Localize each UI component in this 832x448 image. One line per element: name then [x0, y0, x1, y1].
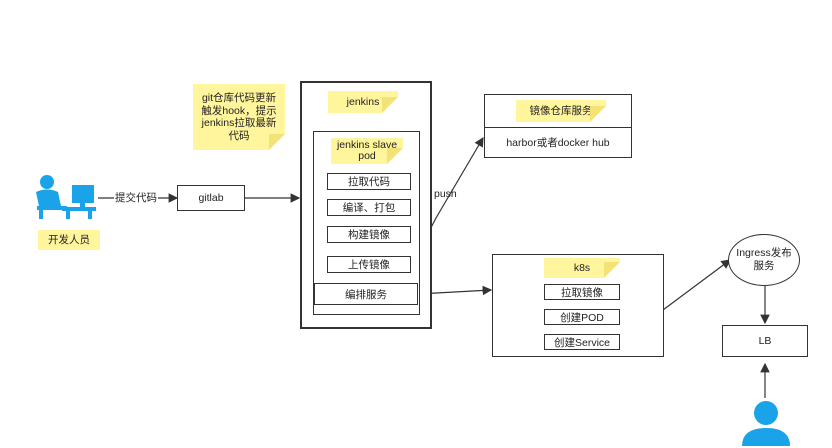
jenkins-slave-note: jenkins slave pod — [331, 138, 403, 164]
step-create-pod: 创建POD — [544, 309, 620, 325]
registry-node: harbor或者docker hub — [484, 127, 632, 158]
step-create-service: 创建Service — [544, 334, 620, 350]
note-fold — [382, 97, 398, 113]
note-fold — [387, 148, 403, 164]
note-fold — [604, 262, 620, 278]
orchestrate-service: 编排服务 — [314, 283, 418, 305]
edge-label-push: push — [434, 188, 457, 200]
note-fold — [590, 106, 606, 122]
developer-label: 开发人员 — [38, 230, 100, 250]
edge-label-submit-code: 提交代码 — [114, 192, 158, 205]
ingress-node: Ingress发布服务 — [728, 234, 800, 286]
jenkins-note: jenkins — [328, 91, 398, 113]
step-compile-package: 编译、打包 — [327, 199, 411, 216]
step-build-image: 构建镜像 — [327, 226, 411, 243]
user-icon — [742, 401, 790, 446]
k8s-note: k8s — [544, 258, 620, 278]
step-pull-image: 拉取镜像 — [544, 284, 620, 300]
step-upload-image: 上传镜像 — [327, 256, 411, 273]
registry-note: 镜像仓库服务 — [516, 100, 606, 122]
note-fold — [269, 134, 285, 150]
step-pull-code: 拉取代码 — [327, 173, 411, 190]
gitlab-node: gitlab — [177, 185, 245, 211]
git-hook-note: git仓库代码更新触发hook，提示jenkins拉取最新代码 — [193, 84, 285, 150]
lb-node: LB — [722, 325, 808, 357]
person-at-computer-icon — [36, 175, 96, 219]
